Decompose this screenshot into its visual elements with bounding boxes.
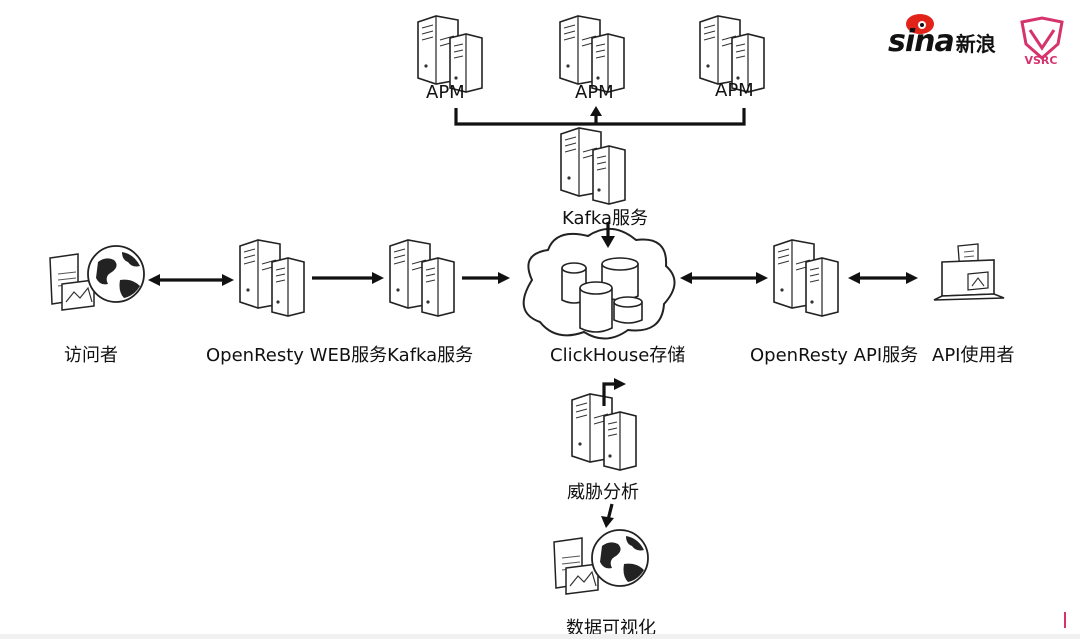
- kafka-web-server-icon: [389, 239, 455, 317]
- corner-mark: [1064, 612, 1066, 628]
- apm-2-server-icon: [559, 15, 625, 93]
- vsrc-logo: VSRC: [1016, 54, 1066, 67]
- visitor-label: 访问者: [64, 345, 118, 366]
- api-user-label: API使用者: [932, 345, 1015, 366]
- apm-1-server-icon: [417, 15, 483, 93]
- openresty-web-server-icon: [239, 239, 305, 317]
- threat-analysis-label: 威胁分析: [567, 482, 639, 503]
- clickhouse-label: ClickHouse存储: [550, 345, 686, 366]
- kafka-top-label: Kafka服务: [562, 208, 648, 229]
- apm-2-label: APM: [575, 82, 614, 103]
- visitor-globe-icon: [49, 245, 145, 311]
- flow-arrows: [148, 106, 918, 528]
- openresty-web-label: OpenResty WEB服务Kafka服务: [206, 345, 474, 366]
- clickhouse-cloud-icon: [522, 228, 676, 340]
- openresty-api-label: OpenResty API服务: [750, 345, 919, 366]
- apm-1-label: APM: [426, 82, 465, 103]
- kafka-top-server-icon: [560, 127, 626, 205]
- sina-eye-logo-icon: [906, 14, 934, 34]
- sina-logo-word: sina: [888, 24, 955, 59]
- vsrc-logo-text: VSRC: [1024, 54, 1058, 67]
- openresty-api-server-icon: [773, 239, 839, 317]
- visualization-globe-icon: [553, 529, 649, 595]
- bottom-rule: [0, 634, 1080, 639]
- sina-logo-cn: 新浪: [955, 32, 996, 56]
- api-user-laptop-icon: [933, 243, 1005, 301]
- apm-3-label: APM: [715, 80, 754, 101]
- visualization-label: 数据可视化: [566, 618, 656, 639]
- vsrc-shield-logo-icon: [1020, 16, 1064, 60]
